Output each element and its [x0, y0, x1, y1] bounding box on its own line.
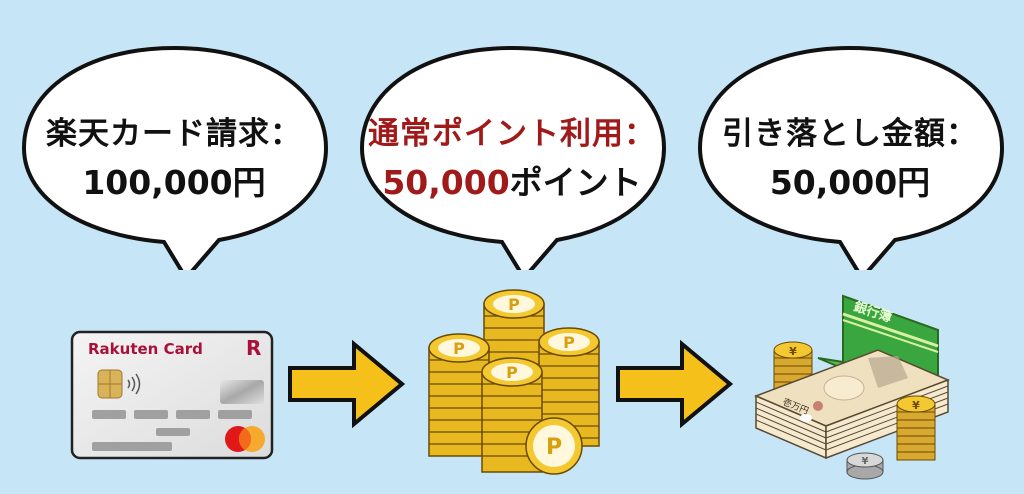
points-coins-icon: P P P [424, 284, 614, 484]
svg-text:P: P [563, 333, 575, 352]
card-brand-text: Rakuten Card [88, 340, 203, 358]
cash-and-bankbook-icon: 銀行簿 ¥ 壱万円 ¥ [748, 288, 978, 488]
card-charge-label: 楽天カード請求： [46, 116, 302, 152]
points-usage-label: 通常ポイント利用： [368, 116, 656, 152]
points-usage-unit: ポイント [509, 163, 642, 202]
speech-bubble-debit-amount: 引き落とし金額： 50,000円 [690, 20, 1010, 270]
svg-text:P: P [453, 339, 465, 358]
speech-bubble-card-charge: 楽天カード請求： 100,000円 [14, 20, 334, 270]
card-charge-value: 100,000円 [82, 163, 266, 202]
credit-card-icon: Rakuten Card R [70, 330, 274, 460]
speech-bubble-shape [359, 45, 667, 270]
svg-text:¥: ¥ [912, 399, 920, 412]
points-usage-number: 50,000 [382, 163, 510, 202]
right-arrow-icon [286, 338, 406, 429]
debit-amount-value: 50,000円 [769, 163, 931, 202]
svg-text:¥: ¥ [789, 345, 797, 358]
svg-text:P: P [506, 363, 518, 382]
right-arrow-icon [614, 338, 734, 429]
svg-text:¥: ¥ [862, 456, 869, 467]
svg-text:P: P [508, 295, 520, 314]
speech-bubble-points-usage: 通常ポイント利用： 50,000ポイント [352, 20, 672, 270]
speech-bubble-shape [21, 45, 329, 270]
debit-amount-label: 引き落とし金額： [722, 116, 978, 152]
speech-bubble-shape [697, 45, 1005, 270]
coin-letter: P [546, 435, 562, 460]
card-logo-letter: R [246, 336, 262, 360]
